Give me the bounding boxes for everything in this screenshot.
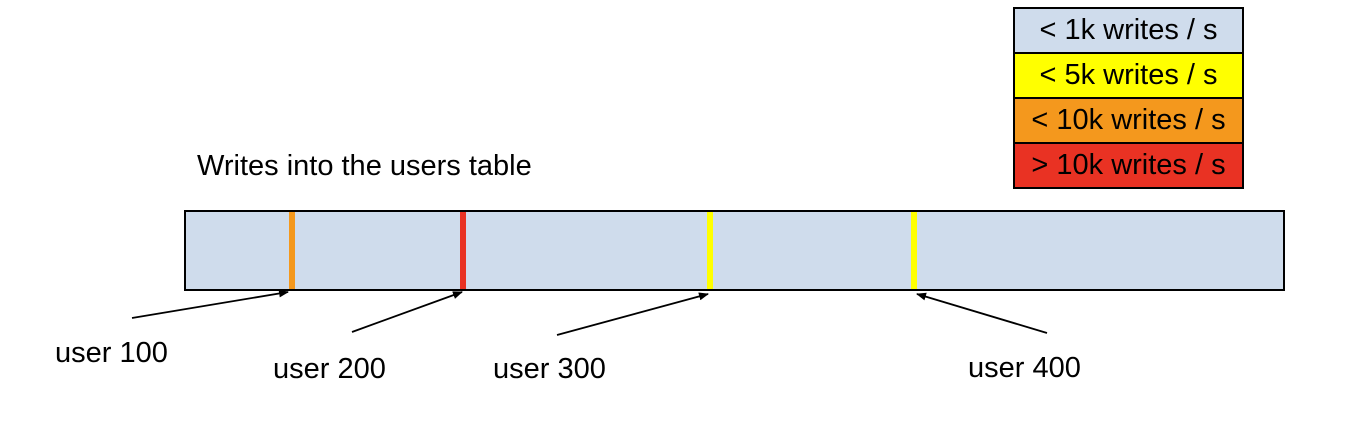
- marker-stripe-user-200: [460, 212, 466, 289]
- marker-stripe-user-400: [911, 212, 917, 289]
- arrow-user-100: [131, 289, 289, 319]
- arrow-user-200: [351, 291, 463, 333]
- legend-label: < 10k writes / s: [1031, 104, 1226, 136]
- label-user-400: user 400: [968, 352, 1081, 384]
- marker-stripe-user-100: [289, 212, 295, 289]
- label-user-100: user 100: [55, 337, 168, 369]
- legend-row-lt-10k: < 10k writes / s: [1013, 97, 1244, 144]
- arrow-user-400: [916, 292, 1048, 334]
- legend: < 1k writes / s < 5k writes / s < 10k wr…: [1013, 7, 1244, 189]
- diagram-title: Writes into the users table: [197, 150, 532, 182]
- marker-stripe-user-300: [707, 212, 713, 289]
- legend-row-lt-1k: < 1k writes / s: [1013, 7, 1244, 54]
- legend-label: < 5k writes / s: [1039, 59, 1218, 91]
- legend-row-gt-10k: > 10k writes / s: [1013, 142, 1244, 189]
- legend-label: < 1k writes / s: [1039, 14, 1218, 46]
- legend-label: > 10k writes / s: [1031, 149, 1226, 181]
- users-table-bar: [184, 210, 1285, 291]
- label-user-200: user 200: [273, 353, 386, 385]
- label-user-300: user 300: [493, 353, 606, 385]
- arrow-user-300: [556, 292, 709, 336]
- legend-row-lt-5k: < 5k writes / s: [1013, 52, 1244, 99]
